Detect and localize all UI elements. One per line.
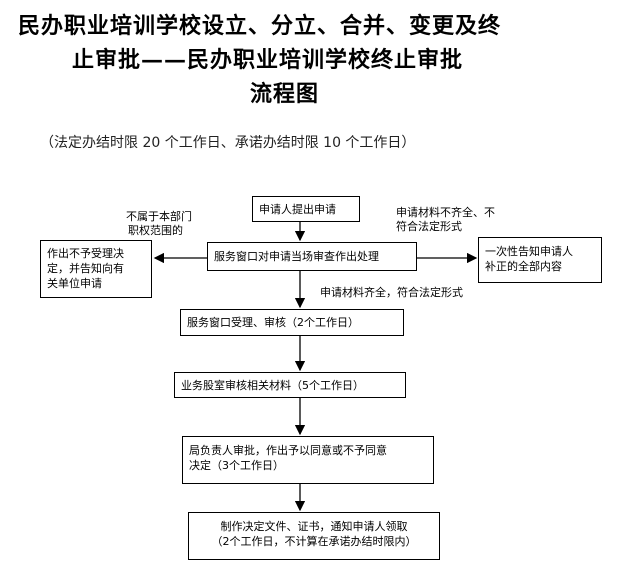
title-line-1: 民办职业培训学校设立、分立、合并、变更及终 bbox=[18, 13, 502, 39]
box-review-text: 服务窗口对申请当场审查作出处理 bbox=[214, 250, 379, 263]
box-approve-line-2: 决定（3个工作日） bbox=[189, 459, 284, 472]
box-reject: 作出不予受理决 定，并告知向有 关单位申请 bbox=[40, 240, 152, 298]
label-complete: 申请材料齐全，符合法定形式 bbox=[320, 286, 463, 299]
box-approve: 局负责人审批，作出予以同意或不予同意 决定（3个工作日） bbox=[182, 436, 434, 484]
label-incomplete: 申请材料不齐全、不 符合法定形式 bbox=[396, 206, 495, 234]
box-issue: 制作决定文件、证书，通知申请人领取 （2个工作日，不计算在承诺办结时限内） bbox=[188, 512, 440, 560]
label-incomplete-line-2: 符合法定形式 bbox=[396, 220, 462, 233]
box-accept-text: 服务窗口受理、审核（2个工作日） bbox=[187, 316, 359, 329]
box-reject-line-1: 作出不予受理决 bbox=[47, 247, 124, 260]
box-notify-line-1: 一次性告知申请人 bbox=[485, 245, 573, 258]
box-approve-line-1: 局负责人审批，作出予以同意或不予同意 bbox=[189, 444, 387, 457]
box-notify-line-2: 补正的全部内容 bbox=[485, 260, 562, 273]
label-incomplete-line-1: 申请材料不齐全、不 bbox=[396, 206, 495, 219]
box-apply-text: 申请人提出申请 bbox=[259, 203, 336, 216]
box-issue-line-2: （2个工作日，不计算在承诺办结时限内） bbox=[211, 535, 417, 548]
subtitle: （法定办结时限 20 个工作日、承诺办结时限 10 个工作日） bbox=[40, 135, 416, 151]
box-issue-line-1: 制作决定文件、证书，通知申请人领取 bbox=[220, 520, 408, 533]
box-notify: 一次性告知申请人 补正的全部内容 bbox=[478, 237, 602, 283]
box-accept: 服务窗口受理、审核（2个工作日） bbox=[180, 309, 404, 336]
label-outside-scope-line-1: 不属于本部门 bbox=[126, 210, 192, 223]
box-reject-line-3: 关单位申请 bbox=[47, 277, 102, 290]
box-apply: 申请人提出申请 bbox=[252, 196, 360, 222]
box-dept: 业务股室审核相关材料（5个工作日） bbox=[174, 372, 406, 398]
box-dept-text: 业务股室审核相关材料（5个工作日） bbox=[181, 379, 364, 392]
title-line-3: 流程图 bbox=[250, 81, 320, 107]
title-line-2: 止审批——民办职业培训学校终止审批 bbox=[72, 47, 464, 73]
label-outside-scope: 不属于本部门 职权范围的 bbox=[126, 210, 192, 238]
label-outside-scope-line-2: 职权范围的 bbox=[128, 224, 183, 237]
box-reject-line-2: 定，并告知向有 bbox=[47, 262, 124, 275]
box-review: 服务窗口对申请当场审查作出处理 bbox=[207, 242, 417, 271]
